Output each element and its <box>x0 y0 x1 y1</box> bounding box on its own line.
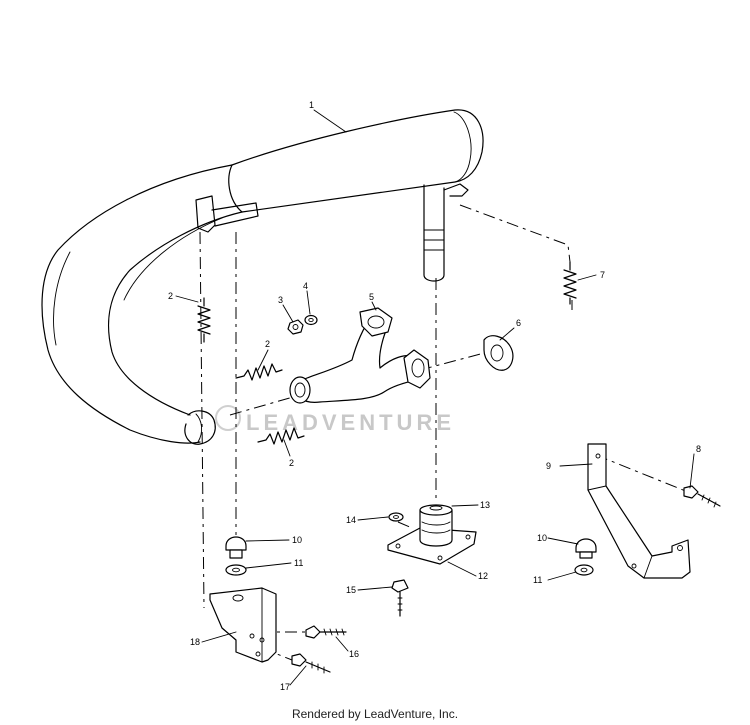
callout-3: 3 <box>278 295 283 305</box>
callout-5: 5 <box>369 292 374 302</box>
callout-11-left: 11 <box>294 558 303 568</box>
bolt-8 <box>683 485 721 508</box>
footer-credit: Rendered by LeadVenture, Inc. <box>291 707 459 721</box>
washer <box>304 314 318 326</box>
callout-2-upper: 2 <box>168 291 173 301</box>
muffler <box>41 109 484 445</box>
y-pipe <box>289 307 431 404</box>
callout-10-right: 10 <box>537 533 547 543</box>
callout-17: 17 <box>280 682 290 692</box>
callout-2-lower: 2 <box>289 458 294 468</box>
gasket <box>483 335 514 371</box>
washer-right <box>574 564 594 576</box>
nut <box>287 319 304 335</box>
callout-4: 4 <box>303 281 308 291</box>
watermark: LEADVENTURE <box>215 405 455 435</box>
bolt-16 <box>305 625 347 639</box>
center-isolator <box>419 504 453 547</box>
callout-10-left: 10 <box>292 535 302 545</box>
callout-labels: 1 2 2 2 3 4 5 6 7 8 9 10 10 11 11 12 13 … <box>168 100 701 692</box>
bolt-17 <box>291 653 331 674</box>
spring-upper-left <box>197 297 211 343</box>
callout-1: 1 <box>309 100 314 110</box>
rear-bracket <box>587 443 691 579</box>
spring-rear <box>563 261 577 305</box>
callout-8: 8 <box>696 444 701 454</box>
spring-lower <box>257 427 305 445</box>
washer-left <box>225 564 247 576</box>
diagram-canvas: LEADVENTURE <box>41 100 721 692</box>
callout-7: 7 <box>600 270 605 280</box>
front-bracket <box>209 587 277 663</box>
callout-9: 9 <box>546 461 551 471</box>
watermark-text: LEADVENTURE <box>246 410 455 435</box>
callout-13: 13 <box>480 500 490 510</box>
callout-16: 16 <box>349 649 359 659</box>
callout-2-middle: 2 <box>265 339 270 349</box>
callout-15: 15 <box>346 585 356 595</box>
isolator-right <box>575 538 597 559</box>
callout-18: 18 <box>190 637 200 647</box>
callout-14: 14 <box>346 515 356 525</box>
isolator-left <box>225 536 247 559</box>
washer-14 <box>388 512 404 522</box>
spring-middle <box>235 363 283 381</box>
callout-6: 6 <box>516 318 521 328</box>
assembly-lines <box>199 204 689 661</box>
callout-11-right: 11 <box>533 575 542 585</box>
leader-lines <box>175 109 695 686</box>
bolt-15 <box>391 579 409 617</box>
callout-12: 12 <box>478 571 488 581</box>
